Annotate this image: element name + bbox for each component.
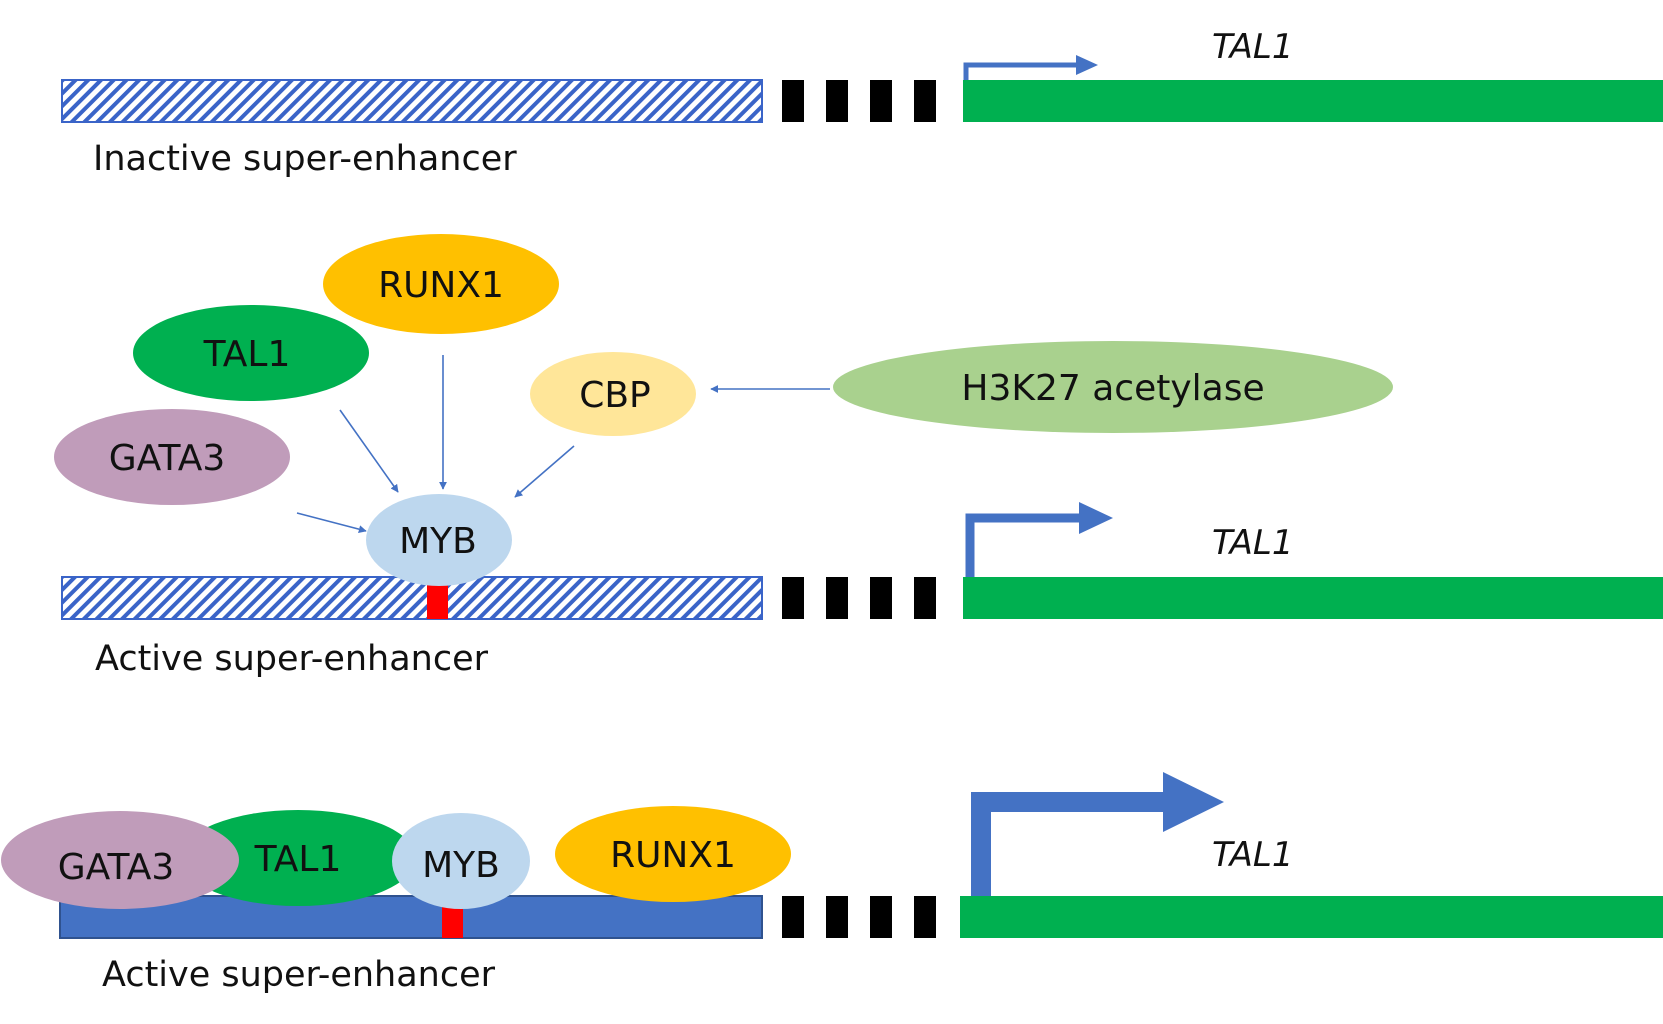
myb-binding-site <box>427 577 448 619</box>
arrow-tal1-to-myb <box>339 409 399 493</box>
runx1-factor: RUNX1 <box>555 806 791 902</box>
cbp-factor: CBP <box>530 352 696 436</box>
gata3-label: GATA3 <box>58 847 174 888</box>
active-enhancer-bar-hatched <box>61 576 763 620</box>
tal1-factor: TAL1 <box>133 305 369 401</box>
transcription-arrow-small <box>963 55 1098 80</box>
caption-active-1: Active super-enhancer <box>95 639 489 679</box>
runx1-label: RUNX1 <box>610 835 736 876</box>
gene-label: TAL1 <box>1212 27 1293 67</box>
spacer-dashes <box>782 896 936 938</box>
myb-factor: MYB <box>392 813 530 909</box>
tal1-label: TAL1 <box>254 839 342 880</box>
panel-active-complex: TAL1 GATA3 MYB RUNX1 TAL1 Active super-e… <box>1 772 1663 995</box>
caption-inactive: Inactive super-enhancer <box>93 139 517 179</box>
tal1-gene-bar <box>963 80 1663 122</box>
gata3-label: GATA3 <box>109 438 225 479</box>
runx1-label: RUNX1 <box>378 265 504 306</box>
spacer-dashes <box>782 80 936 122</box>
gene-label: TAL1 <box>1212 523 1293 563</box>
spacer-dashes <box>782 577 936 619</box>
arrow-cbp-to-myb <box>514 445 575 498</box>
gata3-factor: GATA3 <box>54 409 290 505</box>
gata3-factor: GATA3 <box>1 811 239 909</box>
tal1-gene-bar <box>960 896 1663 938</box>
inactive-enhancer-bar <box>61 79 763 123</box>
tal1-factor: TAL1 <box>180 810 416 906</box>
myb-label: MYB <box>422 845 500 886</box>
gene-label: TAL1 <box>1212 835 1293 875</box>
arrow-gata3-to-myb <box>296 512 367 534</box>
myb-factor: MYB <box>366 494 512 586</box>
caption-active-2: Active super-enhancer <box>102 955 496 995</box>
h3k27-acetylase-factor: H3K27 acetylase <box>833 341 1393 433</box>
h3k27-label: H3K27 acetylase <box>961 368 1264 409</box>
myb-label: MYB <box>399 521 477 562</box>
panel-active-recruitment: RUNX1 TAL1 GATA3 CBP H3K27 acetylase <box>54 234 1663 679</box>
tal1-label: TAL1 <box>203 334 291 375</box>
cbp-label: CBP <box>579 375 651 416</box>
tal1-gene-bar <box>963 577 1663 619</box>
recruitment-arrows <box>296 355 830 534</box>
transcription-arrow-large <box>971 772 1224 896</box>
runx1-factor: RUNX1 <box>323 234 559 334</box>
panel-inactive: TAL1 Inactive super-enhancer <box>61 27 1663 179</box>
transcription-arrow-medium <box>965 502 1113 577</box>
